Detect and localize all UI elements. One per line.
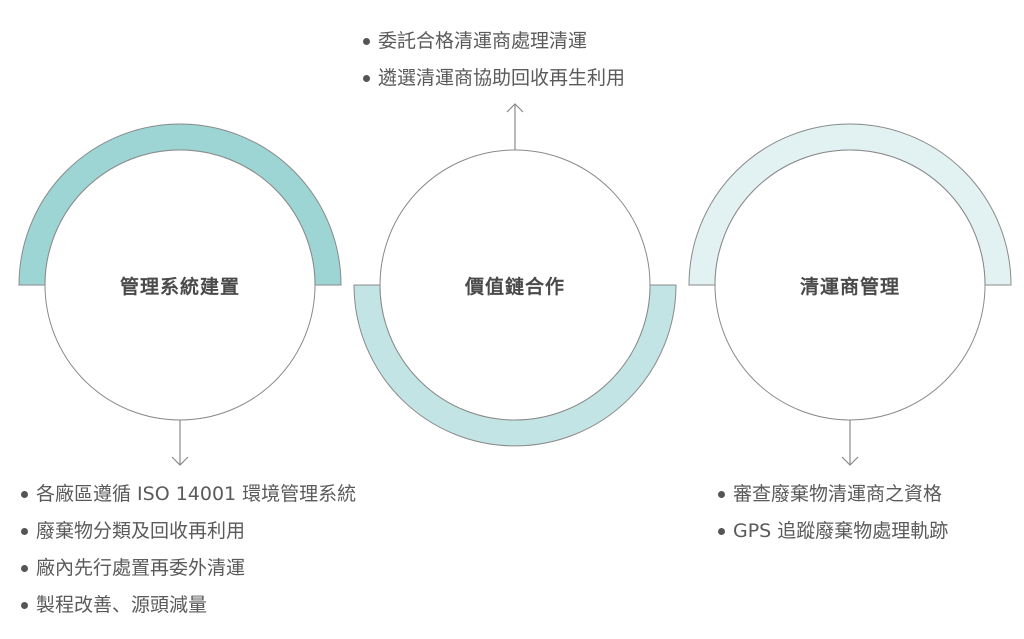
bullet-icon <box>21 602 28 609</box>
bullet-icon <box>363 38 370 45</box>
bullet-icon <box>21 565 28 572</box>
list-item: 廢棄物分類及回收再利用 <box>21 519 356 556</box>
stage-1-title: 管理系統建置 <box>119 276 240 298</box>
stage-1-list: 各廠區遵循 ISO 14001 環境管理系統 廢棄物分類及回收再利用 廠內先行處… <box>21 482 356 630</box>
arrow-up-icon <box>506 103 524 150</box>
bullet-icon <box>718 491 725 498</box>
stage-3-title: 清運商管理 <box>799 276 900 298</box>
list-item-text: 遴選清運商協助回收再生利用 <box>378 67 626 89</box>
list-item-text: 廠內先行處置再委外清運 <box>36 557 246 579</box>
bullet-icon <box>718 528 725 535</box>
arrow-down-icon <box>841 420 859 466</box>
list-item-text: GPS 追蹤廢棄物處理軌跡 <box>733 520 949 542</box>
stage-2-title: 價值鏈合作 <box>464 276 565 298</box>
list-item: 遴選清運商協助回收再生利用 <box>363 66 625 103</box>
bullet-icon <box>21 491 28 498</box>
list-item-text: 審查廢棄物清運商之資格 <box>733 483 943 505</box>
list-item: 廠內先行處置再委外清運 <box>21 556 356 593</box>
bullet-icon <box>21 528 28 535</box>
list-item: 審查廢棄物清運商之資格 <box>718 482 948 519</box>
list-item: 委託合格清運商處理清運 <box>363 29 625 66</box>
arrow-down-icon <box>171 420 189 466</box>
list-item: GPS 追蹤廢棄物處理軌跡 <box>718 519 948 556</box>
list-item-text: 廢棄物分類及回收再利用 <box>36 520 246 542</box>
list-item-text: 委託合格清運商處理清運 <box>378 30 588 52</box>
list-item: 製程改善、源頭減量 <box>21 593 356 630</box>
stage-3-list: 審查廢棄物清運商之資格 GPS 追蹤廢棄物處理軌跡 <box>718 482 948 556</box>
list-item: 各廠區遵循 ISO 14001 環境管理系統 <box>21 482 356 519</box>
list-item-text: 各廠區遵循 ISO 14001 環境管理系統 <box>36 483 357 505</box>
stage-2-list: 委託合格清運商處理清運 遴選清運商協助回收再生利用 <box>363 29 625 103</box>
bullet-icon <box>363 75 370 82</box>
list-item-text: 製程改善、源頭減量 <box>36 594 208 616</box>
